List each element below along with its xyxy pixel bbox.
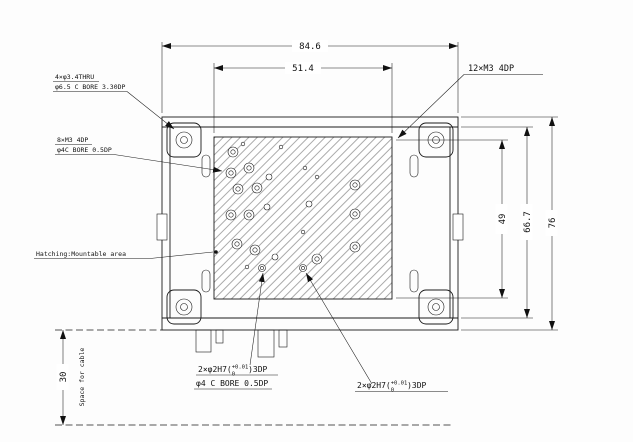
tapped-holes-8-label-line2: φ4C BORE 0.5DP (57, 146, 112, 154)
corner-holes-label-line2: φ6.5 C BORE 3.30DP (55, 83, 126, 91)
dim-cable-space-text: 30 (59, 372, 69, 383)
note-mountable-area: Hatching:Mountable area (34, 250, 218, 259)
dimension-inner-height: 66.7 (461, 126, 533, 319)
bottom-connectors (195, 329, 288, 358)
dowel-left-label-line2: φ4 C BORE 0.5DP (196, 379, 268, 388)
mountable-area-hatch (213, 136, 393, 300)
cable-space-boundary (55, 329, 452, 426)
leader-dot (214, 250, 218, 254)
note-tapped-holes-8: 8×M3 4DP φ4C BORE 0.5DP (55, 136, 223, 173)
note-tapped-holes-12: 12×M3 4DP (397, 64, 543, 139)
dimension-cable-space: 30 Space for cable (56, 330, 86, 425)
tapped-holes-8-label-line1: 8×M3 4DP (57, 136, 88, 144)
note-corner-holes: 4×φ3.4THRU φ6.5 C BORE 3.30DP (53, 73, 175, 130)
dim-pattern-height-text: 49 (498, 214, 508, 225)
body-outline (156, 116, 464, 331)
dim-pattern-width-text: 51.4 (292, 64, 314, 74)
dimension-overall-height: 76 (461, 116, 558, 331)
dimension-pattern-width: 51.4 (213, 62, 393, 133)
dim-inner-height-text: 66.7 (523, 211, 533, 233)
corner-holes-label-line1: 4×φ3.4THRU (55, 73, 94, 81)
tapped-holes-12-label: 12×M3 4DP (468, 64, 514, 74)
mountable-area-label: Hatching:Mountable area (36, 250, 126, 258)
dim-overall-width-text: 84.6 (299, 42, 321, 52)
space-for-cable-label: Space for cable (78, 348, 86, 407)
dimension-pattern-height: 49 (396, 139, 508, 299)
mounting-holes (225, 141, 361, 272)
side-slots (201, 154, 419, 293)
dimension-overall-width: 84.6 (161, 40, 459, 113)
dim-overall-height-text: 76 (548, 218, 558, 229)
